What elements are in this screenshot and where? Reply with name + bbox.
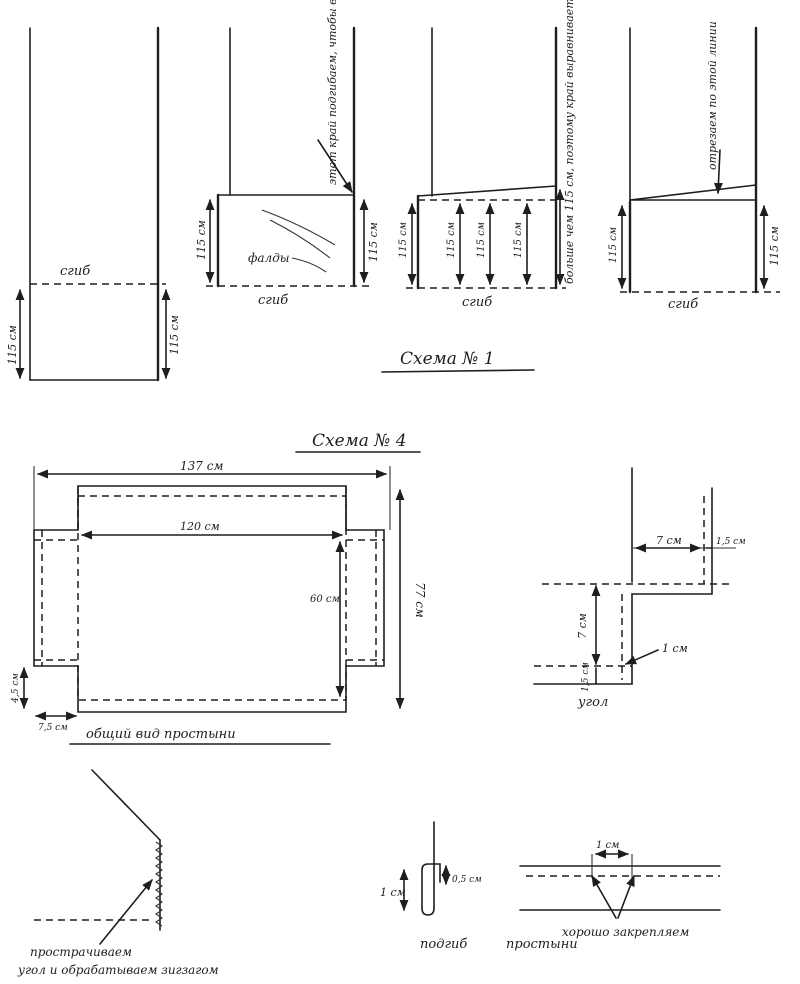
dim-115-left: 115 см [6,325,19,365]
sheet-general-view: 137 см 120 см 60 см 77 см 4,5 см 7,5 см … [11,459,427,745]
scheme1-title-group: Схема № 1 [381,349,535,373]
secure-note: хорошо закрепляем [562,925,689,939]
fold-label: сгиб [60,264,90,279]
dim-115-p3-a: 115 см [398,222,409,258]
scheme1-panel-3: 115 см 115 см 115 см 115 см сгиб больше … [398,0,576,310]
note-edge: этот край подгибаем, чтобы выровнять фал… [326,0,339,185]
fold-label-4: сгиб [668,297,698,312]
stitched-corner: прострачиваем угол и обрабатываем зигзаг… [17,769,219,977]
corner-dim-1-5-b: 1,5 см [581,662,591,692]
corner-dim-1: 1 см [662,642,688,655]
hem-caption-2: простыни [506,937,578,952]
stitch-note-1: прострачиваем [30,945,132,959]
hem-1cm: 1 см [380,886,406,899]
note-more: больше чем 115 см, поэтому край выравнив… [563,0,576,284]
fold-label-2: сгиб [258,293,288,308]
corner-detail: 7 см 1,5 см 7 см 1,5 см 1 см угол [533,467,746,710]
dim-77: 77 см [413,582,427,618]
scheme4-title: Схема № 4 [312,431,407,451]
folds-word: фалды [248,251,290,265]
scheme1-title: Схема № 1 [400,349,495,369]
scheme1-panel-2: фалды сгиб 115 см 115 см этот край подги… [195,0,380,308]
dim-60: 60 см [310,594,340,605]
corner-dim-7-b: 7 см [576,613,589,639]
dim-7-5: 7,5 см [38,723,68,733]
dim-115-p3-c: 115 см [476,222,487,258]
hem-detail: 1 см 0,5 см 1 см хорошо закрепляем подги… [380,821,721,952]
corner-dim-1-5-a: 1,5 см [716,537,746,547]
dim-4-5: 4,5 см [11,673,21,704]
general-view-caption: общий вид простыни [86,727,236,742]
dim-115-p2-left: 115 см [195,220,208,260]
dim-115-p3-b: 115 см [446,222,457,258]
dim-115-right: 115 см [168,315,181,355]
dim-115-p4-right: 115 см [768,226,781,266]
scheme4-title-group: Схема № 4 [295,431,421,453]
hem-caption-1: подгиб [420,937,467,952]
stitch-note-2: угол и обрабатываем зигзагом [17,963,219,977]
hem-top-1cm: 1 см [596,840,619,851]
fold-label-3: сгиб [462,295,492,310]
dim-115-p3-d: 115 см [513,222,524,258]
dim-115-p2-right: 115 см [367,222,380,262]
hem-0-5cm: 0,5 см [452,875,482,885]
scheme1-panel-1: сгиб 115 см 115 см [6,26,181,382]
dim-115-p4-left: 115 см [608,227,619,263]
corner-dim-7-a: 7 см [656,534,682,547]
scheme1-panel-4: 115 см 115 см сгиб отрезаем по этой лини… [608,21,781,312]
dim-137: 137 см [180,459,223,473]
note-cut: отрезаем по этой линии [706,21,719,170]
dim-120: 120 см [180,520,220,533]
corner-caption: угол [577,695,608,710]
